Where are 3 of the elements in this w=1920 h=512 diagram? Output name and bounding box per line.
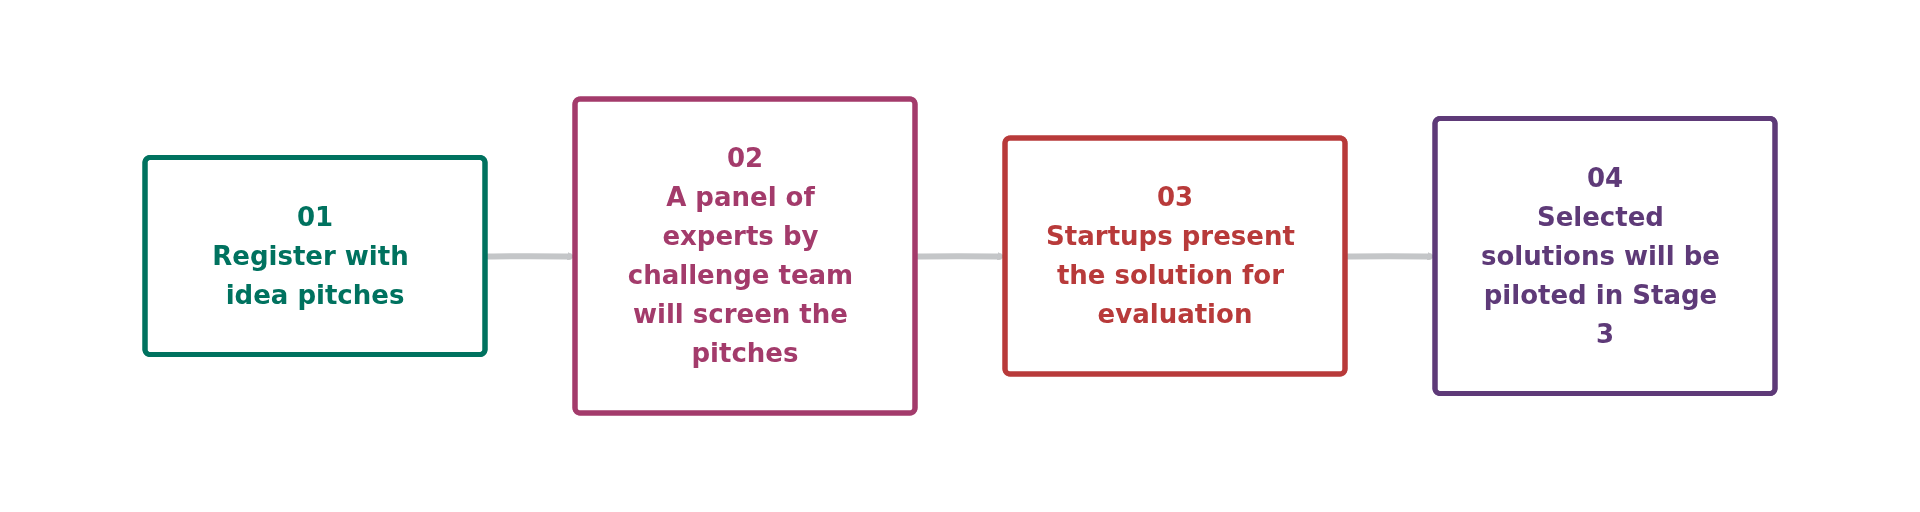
- arrow: [1345, 252, 1436, 261]
- arrow: [915, 252, 1006, 261]
- arrow: [485, 252, 576, 261]
